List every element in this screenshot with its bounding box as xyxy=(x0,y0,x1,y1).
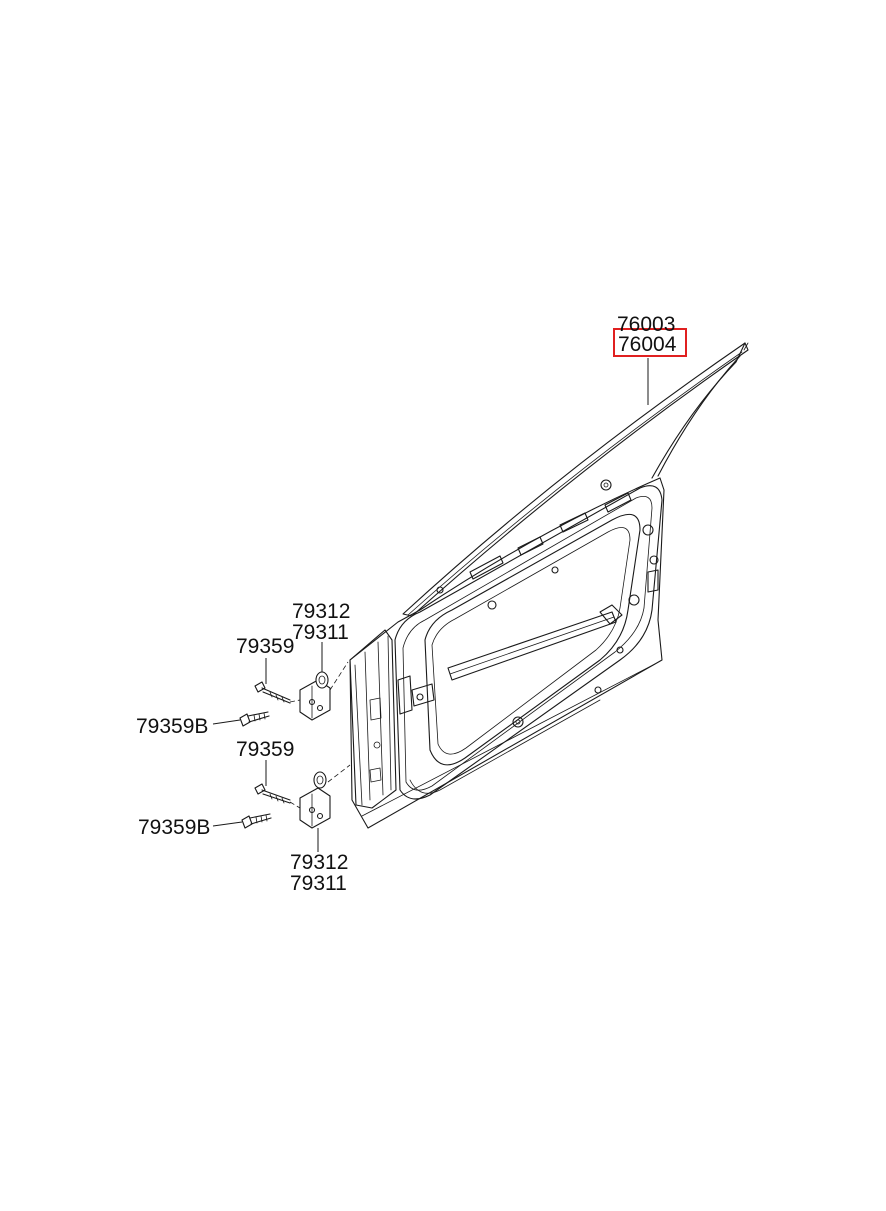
part-label-upper-79359[interactable]: 79359 xyxy=(236,635,294,658)
part-label-lower-79311[interactable]: 79311 xyxy=(290,872,347,895)
part-label-lower-79359[interactable]: 79359 xyxy=(236,738,294,761)
part-label-76004[interactable]: 76004 xyxy=(618,333,677,356)
upper-hinge-bolt-b[interactable] xyxy=(239,711,270,727)
part-label-upper-79359b[interactable]: 79359B xyxy=(136,715,208,738)
highlight-box xyxy=(613,328,687,357)
part-label-lower-79359b[interactable]: 79359B xyxy=(138,816,210,839)
upper-hinge-alignment-line xyxy=(329,661,349,691)
lower-bolt-b-leader-line xyxy=(212,821,243,827)
part-label-upper-79312[interactable]: 79312 xyxy=(292,600,350,623)
lower-hinge-bolt[interactable] xyxy=(254,783,291,804)
front-door-panel[interactable] xyxy=(349,342,749,829)
upper-door-hinge[interactable] xyxy=(299,671,331,721)
upper-bolt-dash xyxy=(289,699,301,703)
part-label-upper-79311[interactable]: 79311 xyxy=(292,621,349,644)
upper-hinge-bolt[interactable] xyxy=(254,681,291,704)
part-label-76003[interactable]: 76003 xyxy=(617,313,675,336)
lower-door-hinge[interactable] xyxy=(299,771,331,829)
lower-bolt-dash xyxy=(289,801,301,809)
upper-bolt-b-leader-line xyxy=(212,719,241,725)
part-label-lower-79312[interactable]: 79312 xyxy=(290,851,348,874)
lower-hinge-alignment-line xyxy=(327,764,351,783)
lower-hinge-bolt-b[interactable] xyxy=(241,813,272,829)
